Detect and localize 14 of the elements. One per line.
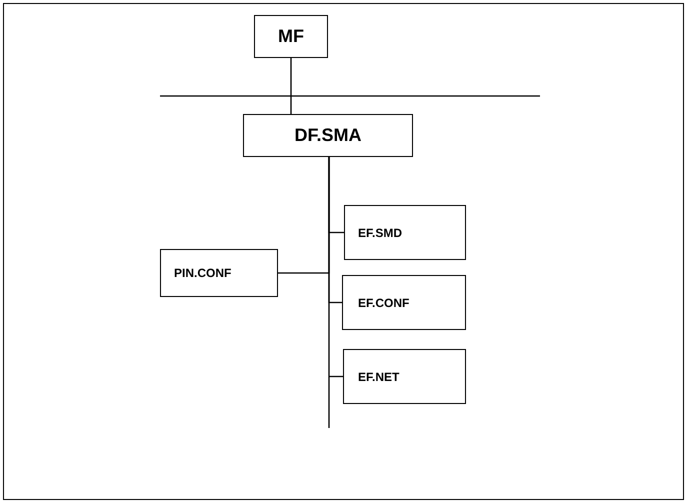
file-box <box>343 349 466 404</box>
file-box <box>254 15 328 58</box>
file-box <box>344 205 466 260</box>
file-name: EF.CONF <box>358 296 410 310</box>
file-name: EF.NET <box>358 370 400 384</box>
file-box <box>342 275 466 330</box>
file-name: EF.SMD <box>358 226 402 240</box>
file-name: PIN.CONF <box>174 266 232 280</box>
connector-line <box>290 58 292 114</box>
file-box <box>160 249 278 297</box>
file-box <box>243 114 413 157</box>
connector-line <box>328 157 343 378</box>
file-name: DF.SMA <box>294 125 362 146</box>
file-name: MF <box>278 26 304 47</box>
